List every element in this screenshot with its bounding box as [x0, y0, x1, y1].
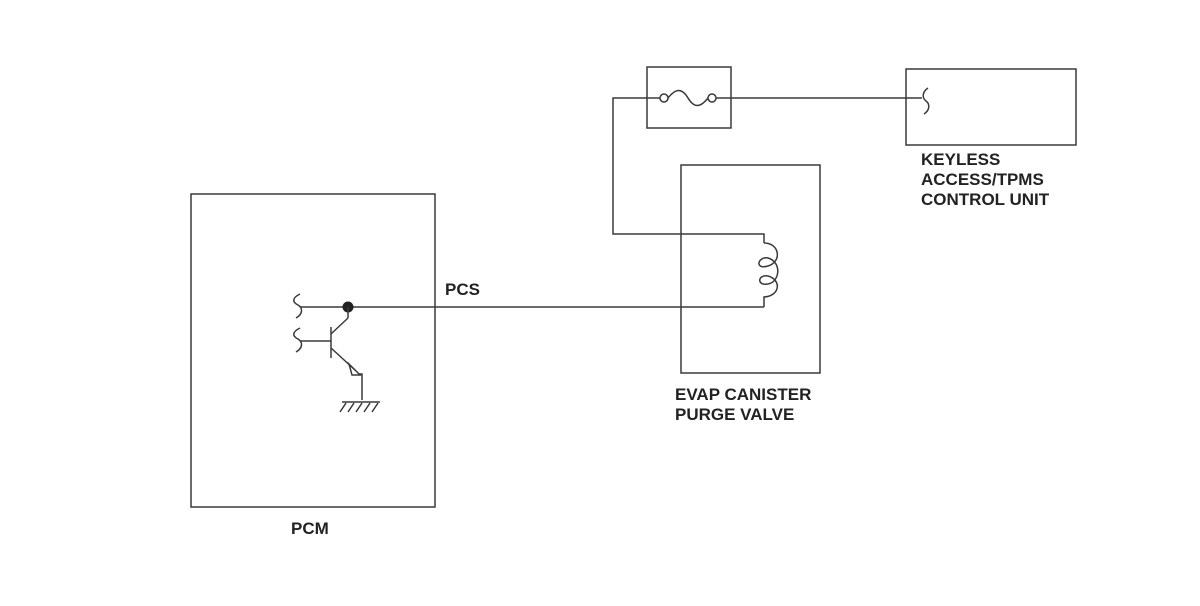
solenoid-coil-icon	[758, 242, 779, 307]
keyless-access-tpms-control-unit-label: KEYLESS ACCESS/TPMS CONTROL UNIT	[921, 150, 1049, 210]
evap-label-line-2: PURGE VALVE	[675, 405, 795, 424]
transistor-icon	[300, 307, 363, 400]
connector-icon-lower	[293, 327, 303, 353]
keyless-label-line-2: ACCESS/TPMS	[921, 170, 1044, 189]
evap-purge-valve-box	[680, 164, 821, 374]
ground-icon	[339, 401, 380, 413]
keyless-label-line-1: KEYLESS	[921, 150, 1001, 169]
pcm-box	[190, 193, 436, 508]
keyless-control-unit-box	[905, 68, 1077, 146]
pcs-wire-label: PCS	[445, 280, 480, 299]
wire-fuse-to-valve	[612, 97, 765, 243]
connector-icon	[922, 87, 930, 115]
keyless-label-line-3: CONTROL UNIT	[921, 190, 1050, 209]
evap-label-line-1: EVAP CANISTER	[675, 385, 812, 404]
fuse-icon	[659, 89, 717, 107]
evap-canister-purge-valve-label: EVAP CANISTER PURGE VALVE	[675, 385, 811, 425]
connector-icon-upper	[293, 293, 303, 319]
pcm-label: PCM	[291, 519, 329, 538]
